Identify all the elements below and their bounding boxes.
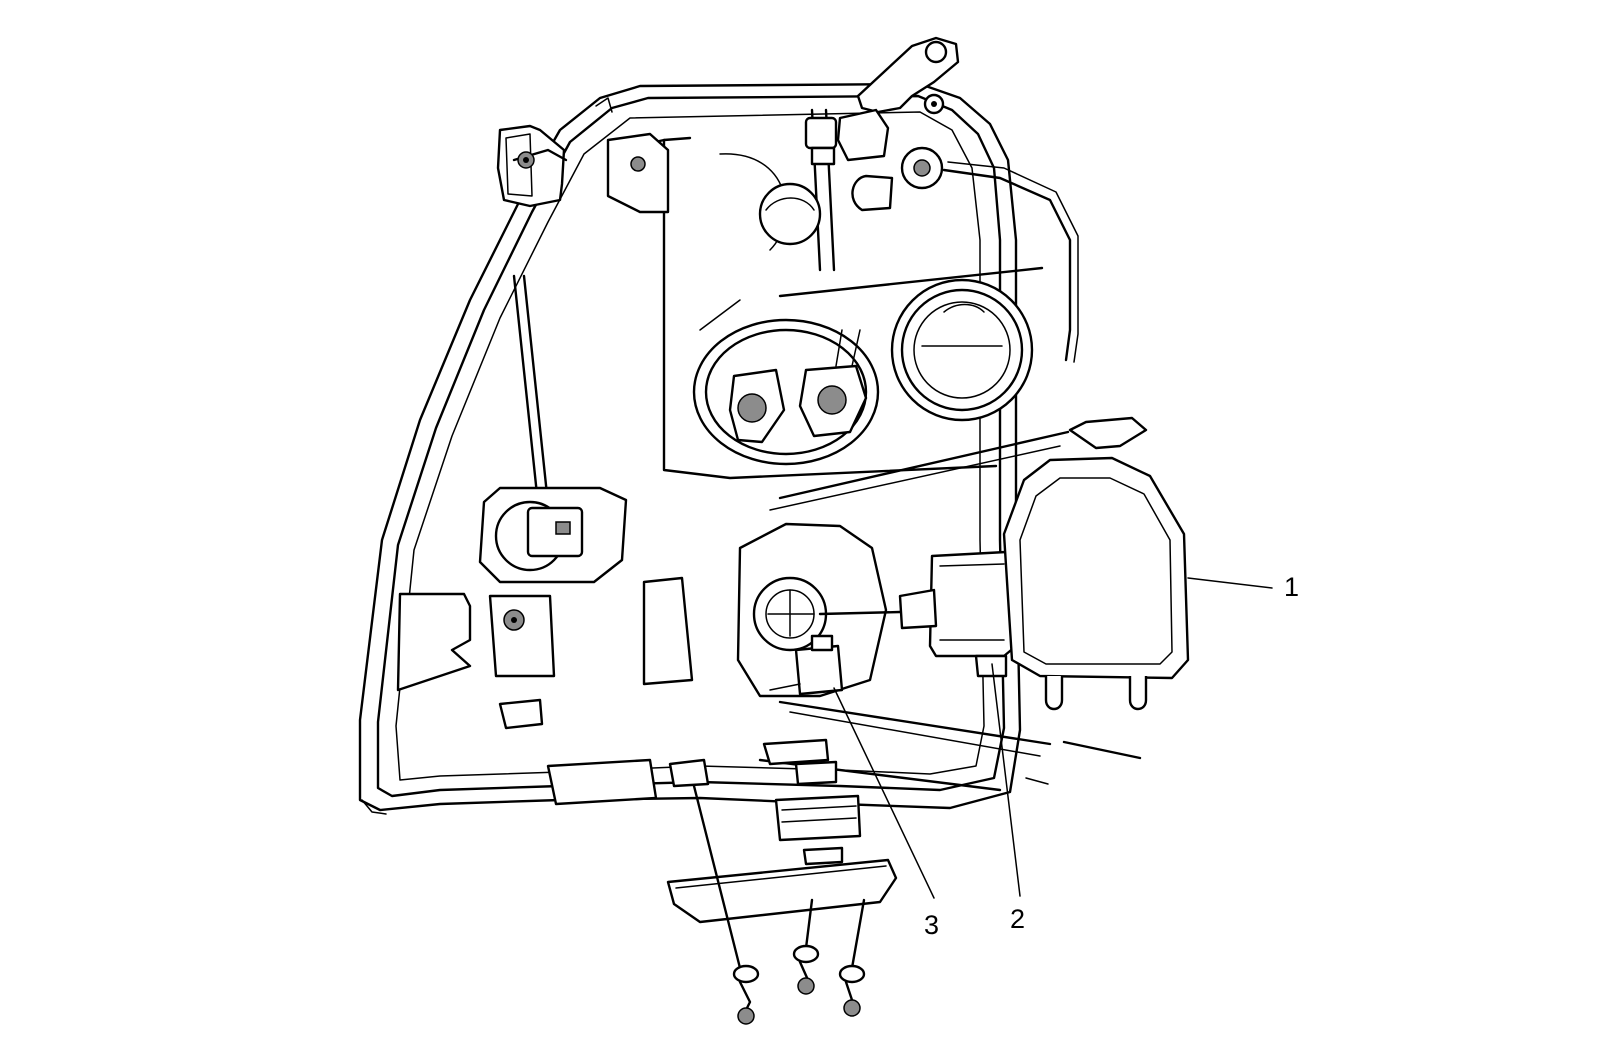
left-lower-bracket xyxy=(396,576,694,730)
headlamp-housing xyxy=(358,82,1022,815)
bulb-cover-part-1 xyxy=(1002,416,1190,711)
callout-2-number: 2 xyxy=(1010,904,1025,934)
adjuster-rod xyxy=(804,108,838,272)
connector-part-3 xyxy=(769,634,844,696)
high-beam-cover xyxy=(890,278,1034,422)
callout-3: 3 xyxy=(833,687,939,940)
housing-rib-lines xyxy=(769,266,1070,511)
callout-3-number: 3 xyxy=(924,910,939,940)
side-marker-lamp-assembly xyxy=(666,760,898,924)
lower-retainer-rails xyxy=(546,700,1142,806)
side-marker-bulb-socket xyxy=(758,108,1079,363)
left-harness-connector xyxy=(478,274,628,584)
low-beam-opening xyxy=(692,318,880,466)
callout-2: 2 xyxy=(991,663,1025,934)
callout-1-number: 1 xyxy=(1284,572,1299,602)
screw-right xyxy=(838,964,866,1017)
left-adjuster-bracket xyxy=(496,124,568,208)
screw-fasteners xyxy=(692,784,866,1025)
screw-left xyxy=(732,964,760,1025)
reflector-panel xyxy=(606,132,998,480)
callout-1: 1 xyxy=(1187,572,1299,602)
screw-middle xyxy=(792,944,820,995)
